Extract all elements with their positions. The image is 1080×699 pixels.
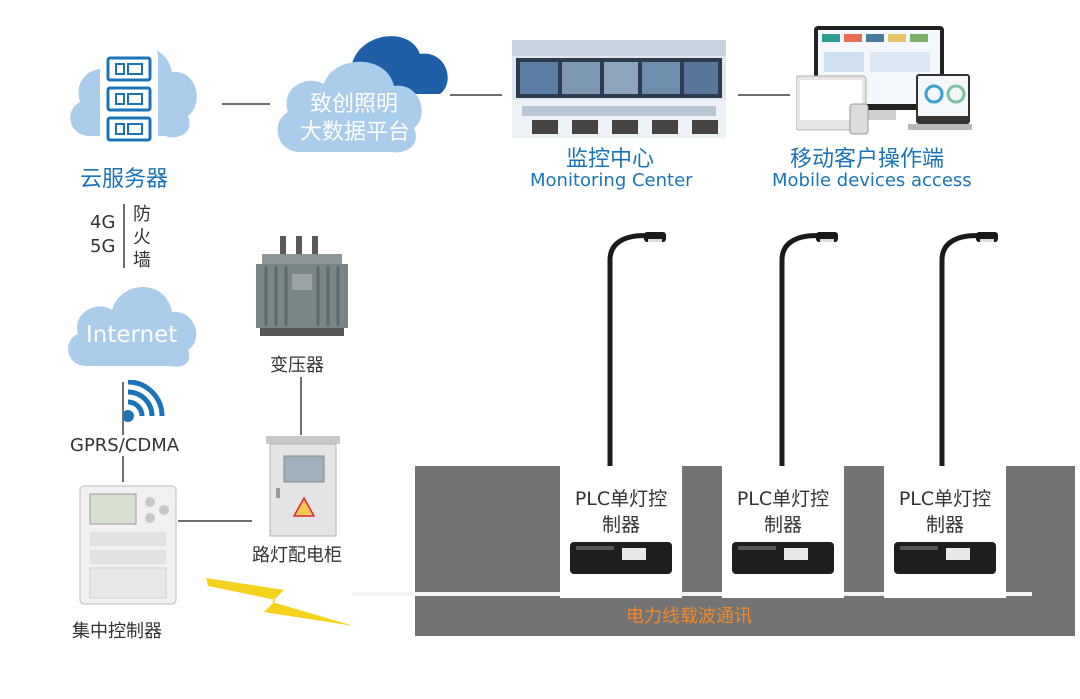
transformer-label: 变压器 — [270, 355, 324, 376]
transformer-to-cabinet-line — [300, 377, 302, 435]
monitoring-center-image — [512, 40, 726, 138]
street-lamp-2-icon — [779, 232, 838, 468]
concentrator-to-cabinet-line — [178, 520, 252, 522]
firewall-char-1: 防 — [133, 204, 151, 225]
monitoring-label-en: Monitoring Center — [530, 170, 693, 191]
plc-controller-3-line1: PLC单灯控 — [898, 488, 992, 510]
wireless-signal-icon — [122, 380, 165, 422]
firewall-char-3: 墙 — [133, 250, 151, 271]
cabinet-label: 路灯配电柜 — [252, 545, 342, 566]
internet-cloud-icon — [68, 287, 197, 367]
lightning-bolt-icon — [206, 578, 354, 626]
gprs-label: GPRS/CDMA — [68, 435, 182, 456]
plc-controller-2-label: PLC单灯控 制器 — [722, 486, 844, 538]
concentrator-label: 集中控制器 — [72, 621, 162, 642]
server-to-platform-line — [222, 103, 270, 105]
distribution-cabinet-icon — [266, 436, 340, 537]
plc-controller-2-device-icon — [732, 542, 834, 574]
internet-to-meter-line — [122, 382, 124, 482]
monitoring-to-mobile-line — [738, 94, 790, 96]
transformer-icon — [256, 236, 348, 336]
internet-label: Internet — [86, 322, 178, 348]
powerline-label: 电力线载波通讯 — [626, 606, 752, 627]
mobile-devices-image — [796, 26, 972, 135]
mobile-label-zh: 移动客户操作端 — [790, 147, 945, 172]
plc-controller-1-device-icon — [570, 542, 672, 574]
platform-to-monitoring-line — [450, 94, 502, 96]
platform-cloud-icon — [277, 36, 448, 153]
plc-controller-3: PLC单灯控 制器 — [884, 466, 1006, 598]
plc-controller-1-label: PLC单灯控 制器 — [560, 486, 682, 538]
cloud-server-icon — [70, 46, 197, 158]
mobile-label-en: Mobile devices access — [772, 170, 972, 191]
plc-controller-2: PLC单灯控 制器 — [722, 466, 844, 598]
plc-controller-2-line1: PLC单灯控 — [736, 488, 830, 510]
plc-controller-3-device-icon — [894, 542, 996, 574]
powerline-cable — [352, 592, 1032, 596]
street-lamp-3-icon — [939, 232, 998, 468]
cloud-server-label: 云服务器 — [80, 167, 169, 192]
plc-controller-1-line2: 制器 — [601, 514, 640, 536]
plc-controller-1: PLC单灯控 制器 — [560, 466, 682, 598]
platform-label-line1: 致创照明 — [310, 92, 399, 117]
net-4g-label: 4G — [90, 212, 116, 233]
firewall-divider — [123, 204, 125, 268]
monitoring-label-zh: 监控中心 — [566, 147, 655, 172]
concentrator-device-icon — [79, 485, 177, 605]
plc-controller-3-line2: 制器 — [925, 514, 964, 536]
plc-controller-1-line1: PLC单灯控 — [574, 488, 668, 510]
firewall-char-2: 火 — [133, 227, 151, 248]
net-5g-label: 5G — [90, 236, 116, 257]
plc-controller-3-label: PLC单灯控 制器 — [884, 486, 1006, 538]
plc-controller-2-line2: 制器 — [763, 514, 802, 536]
street-lamp-1-icon — [607, 232, 666, 468]
platform-label-line2: 大数据平台 — [300, 120, 411, 145]
